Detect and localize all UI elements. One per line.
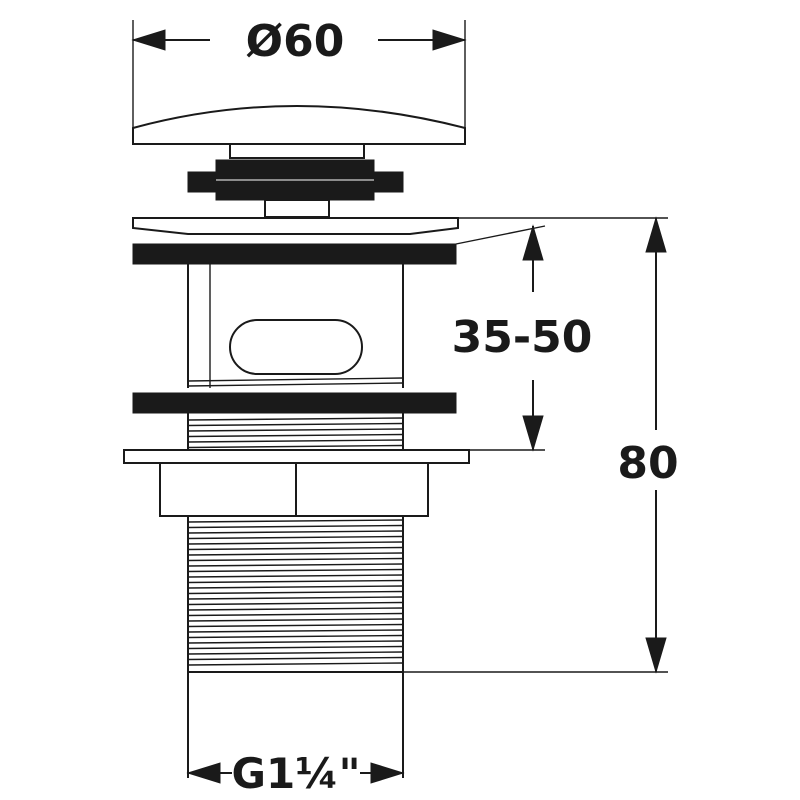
arrowhead-height-bottom xyxy=(645,637,667,674)
arrowhead-thread-right xyxy=(370,762,405,784)
tail-thread-line xyxy=(187,607,404,611)
upper-thread-start xyxy=(187,377,404,387)
hex-nut xyxy=(159,462,429,517)
lower-gasket xyxy=(132,392,457,414)
tail-thread-line xyxy=(187,662,404,666)
upper-thread-line xyxy=(187,428,404,432)
tail-thread-line xyxy=(187,645,404,650)
back-nut xyxy=(123,449,470,517)
tail-thread-line xyxy=(187,623,404,628)
tail-thread-line xyxy=(187,557,404,562)
cap-neck xyxy=(229,143,365,159)
upper-thread-line xyxy=(187,444,404,449)
tail-thread-line xyxy=(187,656,404,661)
tail-thread-line xyxy=(187,634,404,639)
arrowhead-clamp-top xyxy=(522,224,544,261)
tail-thread-line xyxy=(187,563,404,567)
flange-plate xyxy=(132,217,459,235)
dimension-thread-size: G1¼" xyxy=(186,749,405,798)
top-diameter-label: Ø60 xyxy=(246,16,345,67)
tail-thread-line xyxy=(187,629,404,633)
upper-thread-line xyxy=(187,433,404,438)
arrowhead-height-top xyxy=(645,216,667,253)
top-gasket xyxy=(132,243,457,265)
tail-thread-line xyxy=(187,640,404,644)
upper-thread-line xyxy=(187,417,404,421)
tail-thread-line xyxy=(187,524,404,529)
thread-size-label: G1¼" xyxy=(231,749,360,798)
tail-thread-line xyxy=(187,568,404,573)
waste-body xyxy=(187,264,404,388)
tail-thread-line xyxy=(187,530,404,534)
dimension-top-diameter: Ø60 xyxy=(131,16,467,128)
upper-nut xyxy=(187,159,404,218)
arrowhead-right xyxy=(432,29,467,51)
upper-thread-line xyxy=(187,439,404,443)
total-height-label: 80 xyxy=(617,438,678,489)
tail-thread-line xyxy=(187,579,404,584)
tail-thread-line xyxy=(187,585,404,589)
tail-thread-line xyxy=(187,519,404,523)
dimension-total-height: 80 xyxy=(403,216,679,674)
threaded-tail xyxy=(187,516,404,778)
tail-thread-line xyxy=(187,552,404,556)
overflow-slot xyxy=(229,319,363,375)
cap xyxy=(132,105,466,159)
tail-thread-line xyxy=(187,618,404,622)
cap-dome xyxy=(132,105,466,145)
arrowhead-thread-left xyxy=(186,762,221,784)
upper-thread-line xyxy=(187,422,404,427)
upper-thread xyxy=(187,413,404,450)
dimension-clamp-range: 35-50 xyxy=(452,224,593,452)
clamp-ext-top xyxy=(455,225,546,245)
clamp-range-label: 35-50 xyxy=(452,312,593,363)
arrowhead-left xyxy=(131,29,166,51)
tail-thread-line xyxy=(187,541,404,545)
flange-assembly xyxy=(132,217,459,265)
upper-stem xyxy=(264,199,330,218)
tail-thread-line xyxy=(187,596,404,600)
tail-thread-line xyxy=(187,651,404,655)
tail-thread-line xyxy=(187,574,404,578)
arrowhead-clamp-bottom xyxy=(522,415,544,452)
tail-thread-line xyxy=(187,546,404,551)
tail-thread-line xyxy=(187,590,404,595)
tail-thread-line xyxy=(187,535,404,540)
tail-thread-line xyxy=(187,601,404,606)
washer-plate xyxy=(123,449,470,464)
tail-thread-line xyxy=(187,612,404,617)
